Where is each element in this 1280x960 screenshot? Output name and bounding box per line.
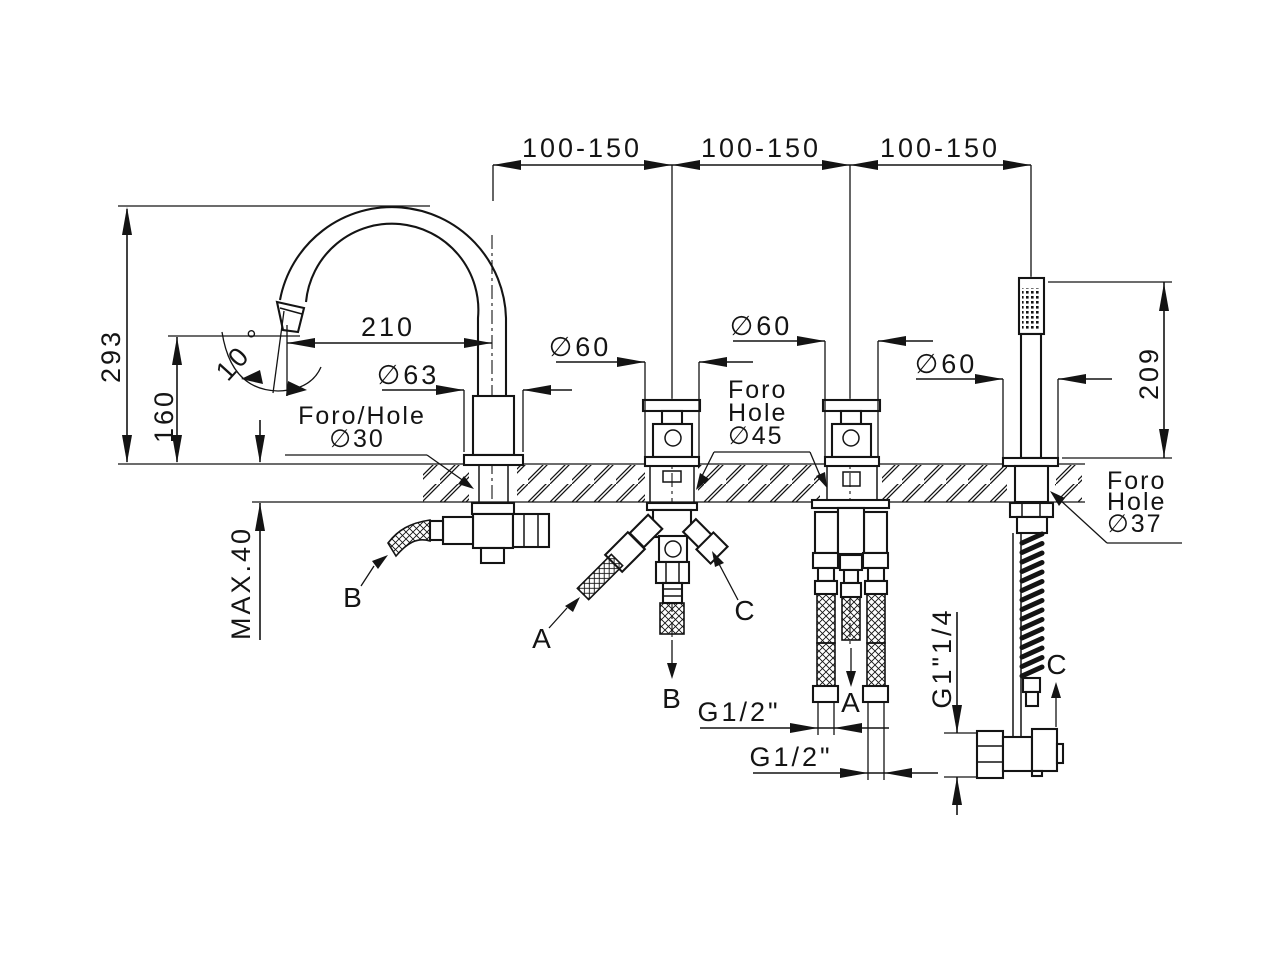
spout-flange [462,453,525,467]
thread-g12-1: G1/2" [697,697,780,727]
dim-spout-height: 160 [149,335,300,463]
label-a-middle: A [841,687,861,718]
dim-d63: ∅63 [377,360,440,390]
handshower-hole-line1: Foro [1107,467,1166,495]
spout-tee-nut [511,512,551,549]
spout-hole-label: Foro/Hole [298,402,426,430]
spout-tee-body [471,512,515,550]
dim-d60-2: ∅60 [730,311,793,341]
valve-hole-diameter: ∅45 [728,422,784,450]
dim-thread-elbow: G1"1/4 [927,607,976,815]
dim-293: 293 [96,329,126,383]
label-c-middle: C [734,595,755,626]
dim-handshower-trim: ∅60 [915,349,1112,457]
valve1-hose-b [659,602,685,635]
callout-valve-hole: Foro Hole ∅45 [696,376,827,490]
connection-labels: B A C B A C [343,551,1067,727]
label-c-right: C [1046,649,1067,680]
label-b-left: B [343,582,363,613]
hand-shower [975,276,1065,780]
valve1-hose-a [576,553,624,601]
handshower-handle [1019,332,1043,460]
dim-spout-reach: 210 [286,312,492,396]
spout-hose-b [387,519,431,558]
valve2-handle [821,398,882,413]
dim-spout-trim: ∅63 [377,360,572,452]
callout-spout-hole: Foro/Hole ∅30 [285,402,474,489]
dim-160: 160 [149,389,179,443]
callout-handshower-hole: Foro Hole ∅37 [1050,467,1182,544]
valve2-flange [823,455,881,468]
dim-valve1-trim: ∅60 [549,332,753,456]
label-b-middle: B [662,683,682,714]
valve-hole-line1: Foro [728,376,787,404]
valve-2 [810,398,891,704]
valve-1 [576,398,730,635]
mounting-deck [118,463,1085,503]
handshower-hole-diameter: ∅37 [1107,510,1163,538]
dim-spacing-3: 100-150 [880,133,1000,163]
handshower-spray-face [1022,288,1041,330]
dim-d60-1: ∅60 [549,332,612,362]
dim-total-height: 293 [96,205,430,463]
valve-hole-line2: Hole [728,399,787,427]
valve1-handle [641,398,702,413]
dim-max-deck: MAX.40 [226,420,265,640]
spout-aerator [275,300,306,334]
spout-hole-diameter: ∅30 [329,425,385,453]
dim-209: 209 [1134,346,1164,400]
elbow-union [975,727,1065,780]
dim-thread-g12-left: G1/2" [697,697,889,735]
valve1-body [651,422,694,459]
dim-max40: MAX.40 [226,526,256,640]
dim-spout-angle: 10 ° [210,310,322,396]
dim-210: 210 [361,312,415,342]
dim-top-spacing: 100-150 100-150 100-150 [492,133,1032,398]
handshower-hole-line2: Hole [1107,488,1166,516]
handshower-flange [1001,456,1060,468]
label-a-left: A [532,623,552,654]
thread-g12-2: G1/2" [749,742,832,772]
dim-valve2-trim: ∅60 [730,311,933,456]
handshower-hose-spring [1019,531,1045,679]
spout-base [471,394,516,457]
dim-d60-3: ∅60 [915,349,978,379]
spout [275,205,551,565]
thread-g114: G1"1/4 [927,607,957,708]
dim-thread-g12-right: G1/2" [749,703,938,780]
valve2-body [830,422,873,459]
valve2-mixer-body [836,506,866,556]
dim-handshower-height: 209 [1048,281,1172,459]
dim-spacing-2: 100-150 [701,133,821,163]
valve1-flange [643,455,701,468]
dim-spacing-1: 100-150 [522,133,642,163]
